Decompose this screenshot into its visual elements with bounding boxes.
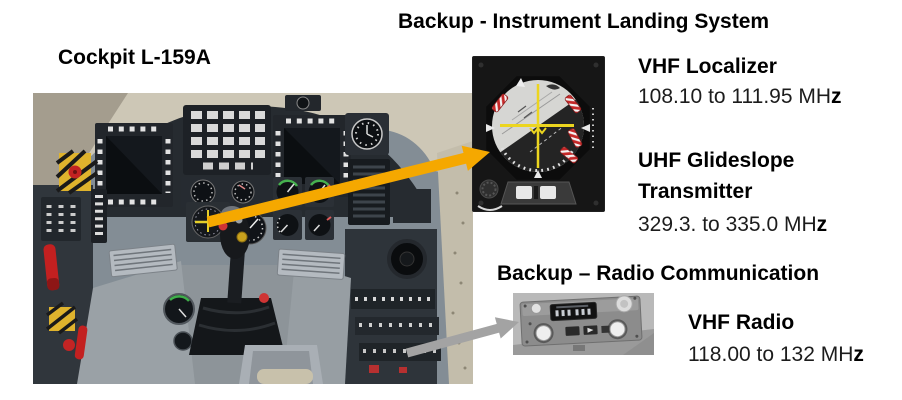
vent-grille (348, 159, 390, 225)
uhf-glideslope-frequency: 329.3. to 335.0 MHz (638, 213, 828, 236)
hazard-placard (55, 149, 99, 195)
frequency-text: 108.10 to 111.95 MH (638, 85, 832, 108)
radio-section-title: Backup – Radio Communication (497, 262, 820, 285)
radio-unit (519, 295, 643, 347)
red-handle (43, 244, 60, 291)
cabin-altimeter-gauge (387, 239, 427, 279)
red-lever (74, 325, 88, 360)
vhf-localizer-title: VHF Localizer (638, 55, 777, 78)
cockpit-label: Cockpit L-159A (58, 46, 211, 69)
warning-flags (491, 93, 583, 164)
radio-button (565, 326, 580, 336)
ils-indicator-photo (472, 56, 605, 212)
adjust-knob (477, 179, 503, 211)
ils-section-title: Backup - Instrument Landing System (398, 10, 770, 33)
small-knob (530, 302, 542, 314)
left-mfd (95, 123, 173, 207)
vhf-radio-frequency: 118.00 to 132 MHz (688, 343, 864, 366)
vhf-localizer-frequency: 108.10 to 111.95 MHz (638, 85, 842, 108)
cockpit-photo-graphic (33, 93, 473, 384)
uhf-glideslope-title-line2: Transmitter (638, 180, 753, 203)
switch-recess (500, 181, 577, 205)
vhf-radio-photo (513, 293, 654, 355)
heel-plate-left (108, 243, 178, 278)
vhf-radio-title: VHF Radio (688, 311, 795, 334)
frequency-text: 329.3. to 335.0 MH (638, 213, 817, 236)
left-tuning-knob (535, 325, 552, 342)
frequency-text: 118.00 to 132 MH (688, 343, 854, 366)
right-tuning-knob (609, 321, 626, 338)
bezel-screws (478, 62, 599, 206)
scale-ticks (486, 108, 594, 178)
clock-gauge (345, 113, 389, 155)
heel-plate-right (276, 248, 346, 280)
vhf-radio-graphic (513, 293, 654, 355)
seat-pan (239, 345, 323, 384)
lower-gauge (163, 293, 195, 325)
cockpit-photo (33, 93, 473, 384)
frequency-suffix: z (816, 213, 828, 236)
frequency-suffix: z (853, 343, 864, 366)
ils-indicator-graphic (472, 56, 605, 212)
keyboard-panel (183, 105, 271, 175)
yellow-crosshair (500, 84, 574, 168)
uhf-glideslope-title-line1: UHF Glideslope (638, 149, 795, 172)
frequency-suffix: z (831, 85, 842, 108)
standby-gauge (285, 95, 321, 111)
